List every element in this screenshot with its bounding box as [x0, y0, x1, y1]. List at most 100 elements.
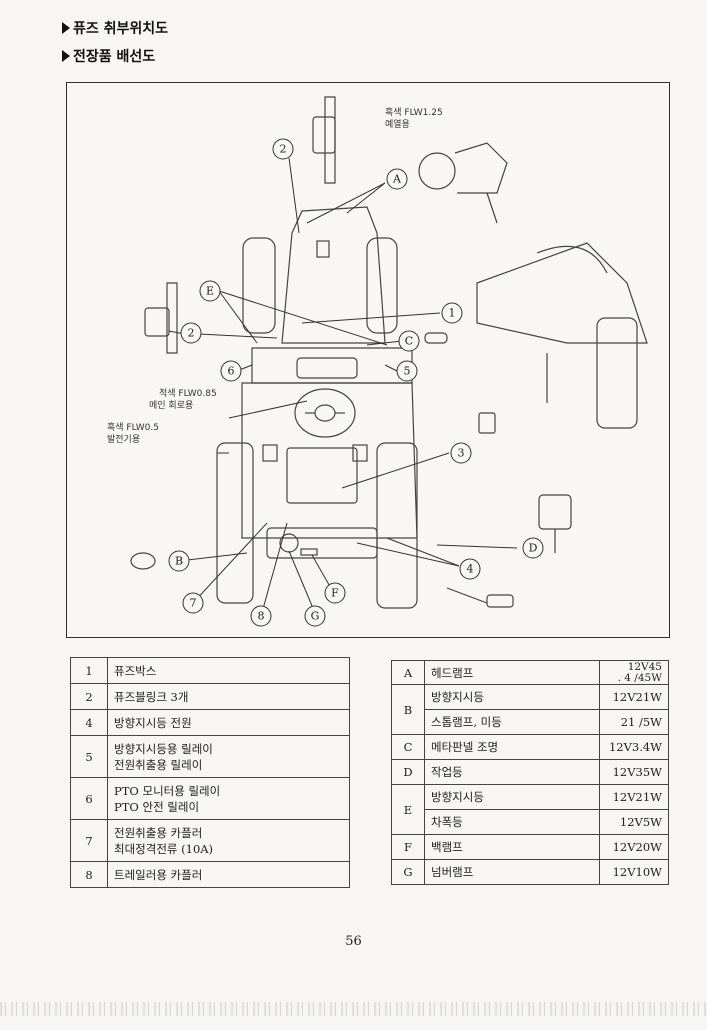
- heading-text: 전장품 배선도: [73, 49, 156, 65]
- part-number: 4: [70, 709, 108, 736]
- marker-6: 6: [220, 360, 242, 382]
- part-code: D: [391, 759, 425, 785]
- part-number: 7: [70, 819, 108, 862]
- part-name: 작업등: [424, 759, 600, 785]
- part-name: 넘버램프: [424, 859, 600, 885]
- part-number: 8: [70, 861, 108, 888]
- marker-8: 8: [250, 605, 272, 627]
- table-row: A 헤드램프 12V45 . 4 /45W: [391, 660, 669, 685]
- part-name: 헤드램프: [424, 660, 600, 685]
- marker-4: 4: [459, 558, 481, 580]
- marker-D: D: [522, 537, 544, 559]
- part-name-line: 최대정격전류 (10A): [114, 841, 214, 856]
- marker-7: 7: [182, 592, 204, 614]
- table-row: E 방향지시등 12V21W: [391, 784, 669, 835]
- part-name: 스톱램프, 미등: [424, 709, 600, 735]
- part-name: 퓨즈박스: [107, 657, 350, 684]
- marker-A: A: [386, 168, 408, 190]
- table-row: 스톱램프, 미등 21 /5W: [392, 709, 669, 735]
- triangle-bullet-icon: [62, 22, 70, 34]
- scan-artifact-strip: [0, 1002, 707, 1016]
- part-spec-line: . 4 /45W: [617, 671, 662, 684]
- part-name: 방향지시등: [424, 684, 600, 710]
- marker-E: E: [199, 280, 221, 302]
- callout-wire-black-05: 흑색 FLW0.5: [107, 421, 159, 433]
- part-name: 퓨즈블링크 3개: [107, 683, 350, 710]
- part-spec: 12V20W: [599, 834, 669, 860]
- callout-wire-black-05-sub: 발전기용: [107, 434, 140, 445]
- svg-text:F: F: [331, 587, 339, 600]
- part-name: 방향지시등 전원: [107, 709, 350, 736]
- callout-wire-black-125-sub: 예열용: [385, 119, 410, 130]
- svg-text:A: A: [392, 173, 402, 186]
- svg-text:4: 4: [467, 563, 474, 576]
- callout-wire-red-085: 적색 FLW0.85: [159, 387, 217, 399]
- part-number: 6: [70, 777, 108, 820]
- part-spec: 12V35W: [599, 759, 669, 785]
- svg-text:D: D: [529, 542, 538, 555]
- wiring-diagram: 흑색 FLW1.25 예열용 적색 FLW0.85 메인 회로용 흑색 FLW0…: [66, 82, 670, 638]
- part-name-line: 전원취출용 릴레이: [114, 757, 203, 772]
- svg-text:2: 2: [188, 327, 195, 340]
- part-name-line: 방향지시등용 릴레이: [114, 741, 213, 756]
- part-spec: 12V5W: [599, 809, 669, 835]
- part-name-line: PTO 모니터용 릴레이: [114, 783, 221, 798]
- part-spec: 12V45 . 4 /45W: [599, 660, 669, 685]
- part-code: G: [391, 859, 425, 885]
- callout-wire-black-125: 흑색 FLW1.25: [385, 106, 443, 118]
- table-row: B 방향지시등 12V21W: [391, 684, 669, 735]
- part-spec: 12V10W: [599, 859, 669, 885]
- part-name: 트레일러용 카플러: [107, 861, 350, 888]
- section-heading-wiring: 전장품 배선도: [62, 46, 155, 66]
- marker-2a: 2: [272, 138, 294, 160]
- part-name: 백램프: [424, 834, 600, 860]
- marker-2b: 2: [180, 322, 202, 344]
- marker-B: B: [168, 550, 190, 572]
- part-spec: 21 /5W: [599, 709, 669, 735]
- svg-text:1: 1: [449, 307, 456, 320]
- svg-text:7: 7: [190, 597, 197, 610]
- part-name: 방향지시등: [424, 784, 600, 810]
- svg-text:3: 3: [458, 447, 465, 460]
- table-row: 차폭등 12V5W: [392, 809, 669, 835]
- tractor-outline: [130, 96, 648, 609]
- marker-3: 3: [450, 442, 472, 464]
- svg-text:B: B: [175, 555, 183, 568]
- section-heading-fuse: 퓨즈 취부위치도: [62, 18, 168, 38]
- part-name-line: PTO 안전 릴레이: [114, 799, 200, 814]
- marker-F: F: [324, 582, 346, 604]
- part-code: A: [391, 660, 425, 685]
- part-name: 차폭등: [424, 809, 600, 835]
- svg-text:6: 6: [228, 365, 235, 378]
- svg-text:2: 2: [280, 143, 287, 156]
- part-number: 1: [70, 657, 108, 684]
- part-spec: 12V21W: [599, 684, 669, 710]
- part-code: B: [391, 684, 425, 735]
- callout-wire-red-085-sub: 메인 회로용: [149, 400, 193, 411]
- marker-5: 5: [396, 360, 418, 382]
- marker-G: G: [304, 605, 326, 627]
- svg-text:8: 8: [258, 610, 265, 623]
- table-row: F 백램프 12V20W: [391, 834, 669, 860]
- table-row: D 작업등 12V35W: [391, 759, 669, 785]
- part-code: F: [391, 834, 425, 860]
- part-spec: 12V21W: [599, 784, 669, 810]
- marker-1: 1: [441, 302, 463, 324]
- part-number: 2: [70, 683, 108, 710]
- leader-lines: [168, 157, 518, 617]
- part-code: E: [391, 784, 425, 835]
- part-name-line: 전원취출용 카플러: [114, 825, 203, 840]
- part-name: 메타판넬 조명: [424, 734, 600, 760]
- part-number: 5: [70, 735, 108, 778]
- table-row: C 메타판넬 조명 12V3.4W: [391, 734, 669, 760]
